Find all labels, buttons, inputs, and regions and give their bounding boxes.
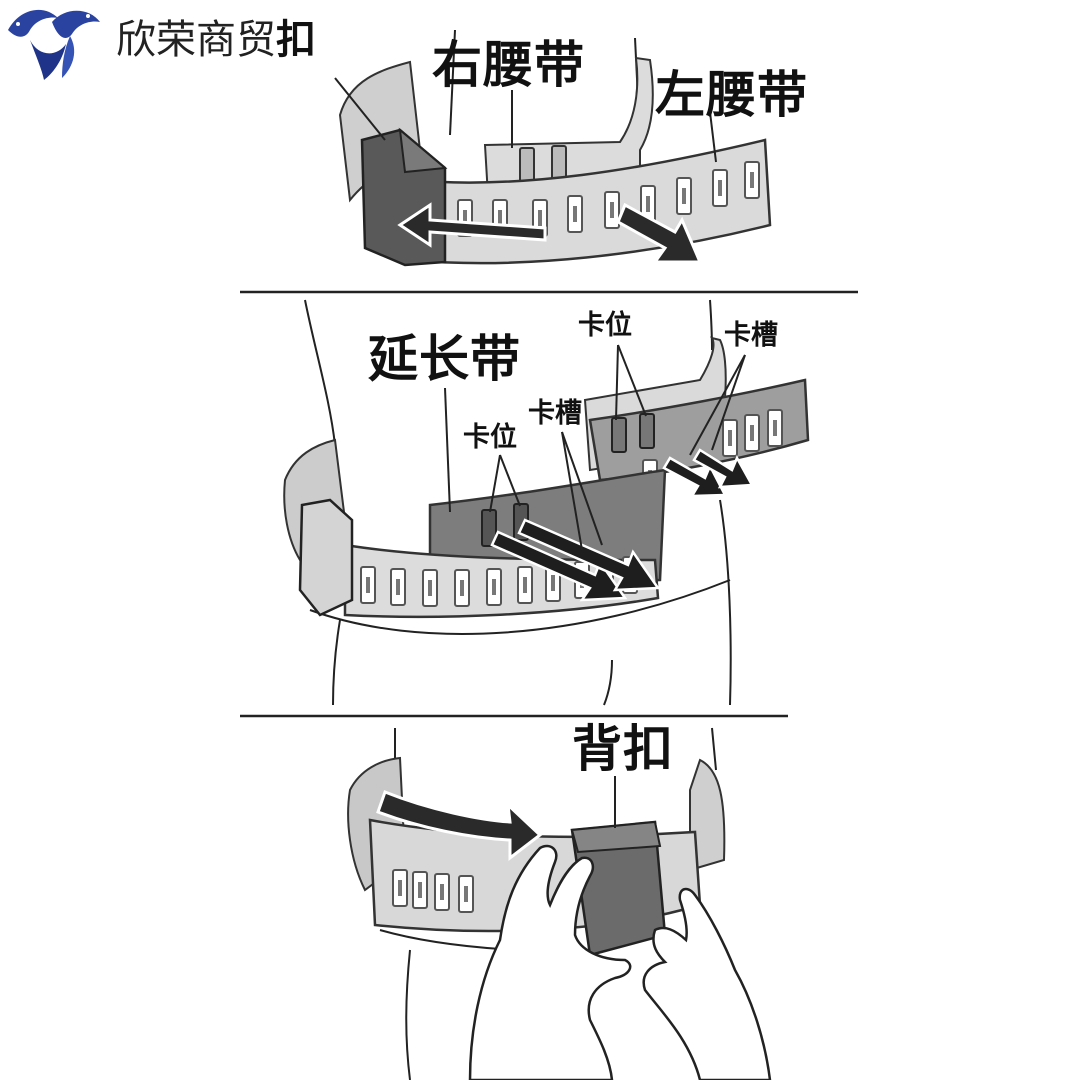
label-slot-lower: 卡槽 xyxy=(528,400,582,427)
label-left-waistband: 左腰带 xyxy=(655,70,808,120)
front-buckle-light xyxy=(300,500,352,615)
label-right-waistband: 右腰带 xyxy=(432,40,585,90)
label-back-buckle: 背扣 xyxy=(572,724,674,774)
label-extension-band: 延长带 xyxy=(368,334,521,384)
label-tab-upper: 卡位 xyxy=(578,312,632,339)
label-tab-lower: 卡位 xyxy=(463,424,517,451)
panel-bottom xyxy=(348,728,770,1080)
label-slot-upper: 卡槽 xyxy=(724,322,778,349)
panel-middle xyxy=(284,300,808,705)
